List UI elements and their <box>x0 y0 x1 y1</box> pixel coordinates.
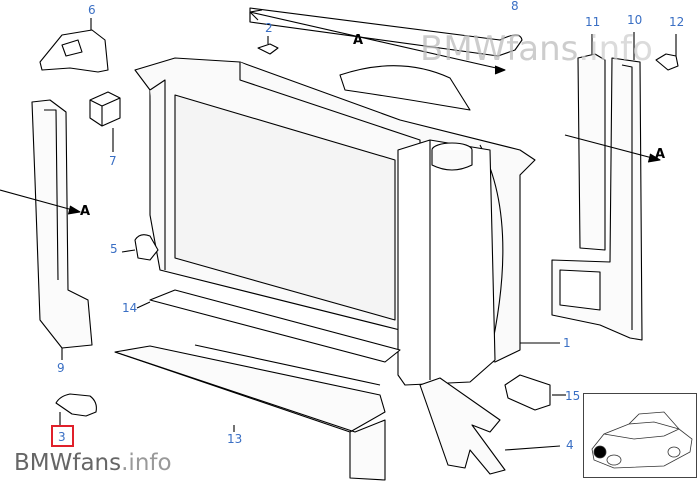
part-label-13[interactable]: 13 <box>227 432 243 446</box>
watermark-bottom: BMWfans.info <box>14 450 172 476</box>
arrow-label-a-left: A <box>80 204 91 219</box>
part-label-10[interactable]: 10 <box>627 13 643 27</box>
arrow-a-top <box>249 9 506 75</box>
part-label-14[interactable]: 14 <box>122 301 138 315</box>
side-shroud-part-11 <box>577 34 606 251</box>
arrow-a-right <box>564 134 661 163</box>
lower-bracket-part-4 <box>419 377 561 475</box>
part-label-3[interactable]: 3 <box>58 430 66 444</box>
upper-rail-part <box>249 7 523 57</box>
lower-shroud-part-13 <box>114 344 386 481</box>
part-label-11[interactable]: 11 <box>585 15 601 29</box>
part-label-7[interactable]: 7 <box>109 154 117 168</box>
car-location-icon <box>591 411 693 469</box>
cap-part-3 <box>55 393 97 425</box>
arrow-label-a-right: A <box>655 147 666 162</box>
lower-seal-part-14 <box>136 289 401 363</box>
side-shroud-part-10 <box>551 32 643 341</box>
part-label-5[interactable]: 5 <box>110 242 118 256</box>
clip-part-12 <box>655 34 679 71</box>
car-location-thumbnail[interactable] <box>583 393 697 478</box>
part-label-1[interactable]: 1 <box>563 336 571 350</box>
side-shroud-part-9 <box>31 99 93 360</box>
selected-part-highlight <box>51 425 74 447</box>
arrow-a-left <box>0 189 81 215</box>
part-label-9[interactable]: 9 <box>57 361 65 375</box>
rubber-part-7 <box>89 91 121 152</box>
clip-part-2 <box>257 36 279 55</box>
part-label-15[interactable]: 15 <box>565 389 581 403</box>
bushing-part-5 <box>121 234 159 261</box>
clip-part-15 <box>504 374 566 411</box>
part-label-8[interactable]: 8 <box>511 0 519 13</box>
part-label-2[interactable]: 2 <box>265 21 273 35</box>
watermark-top: BMWfans.info <box>420 29 653 69</box>
bracket-part-6 <box>39 18 109 73</box>
radiator-part <box>134 57 536 386</box>
part-label-12[interactable]: 12 <box>669 15 685 29</box>
part-label-4[interactable]: 4 <box>566 438 574 452</box>
arrow-label-a-top: A <box>353 33 364 48</box>
part-label-6[interactable]: 6 <box>88 3 96 17</box>
